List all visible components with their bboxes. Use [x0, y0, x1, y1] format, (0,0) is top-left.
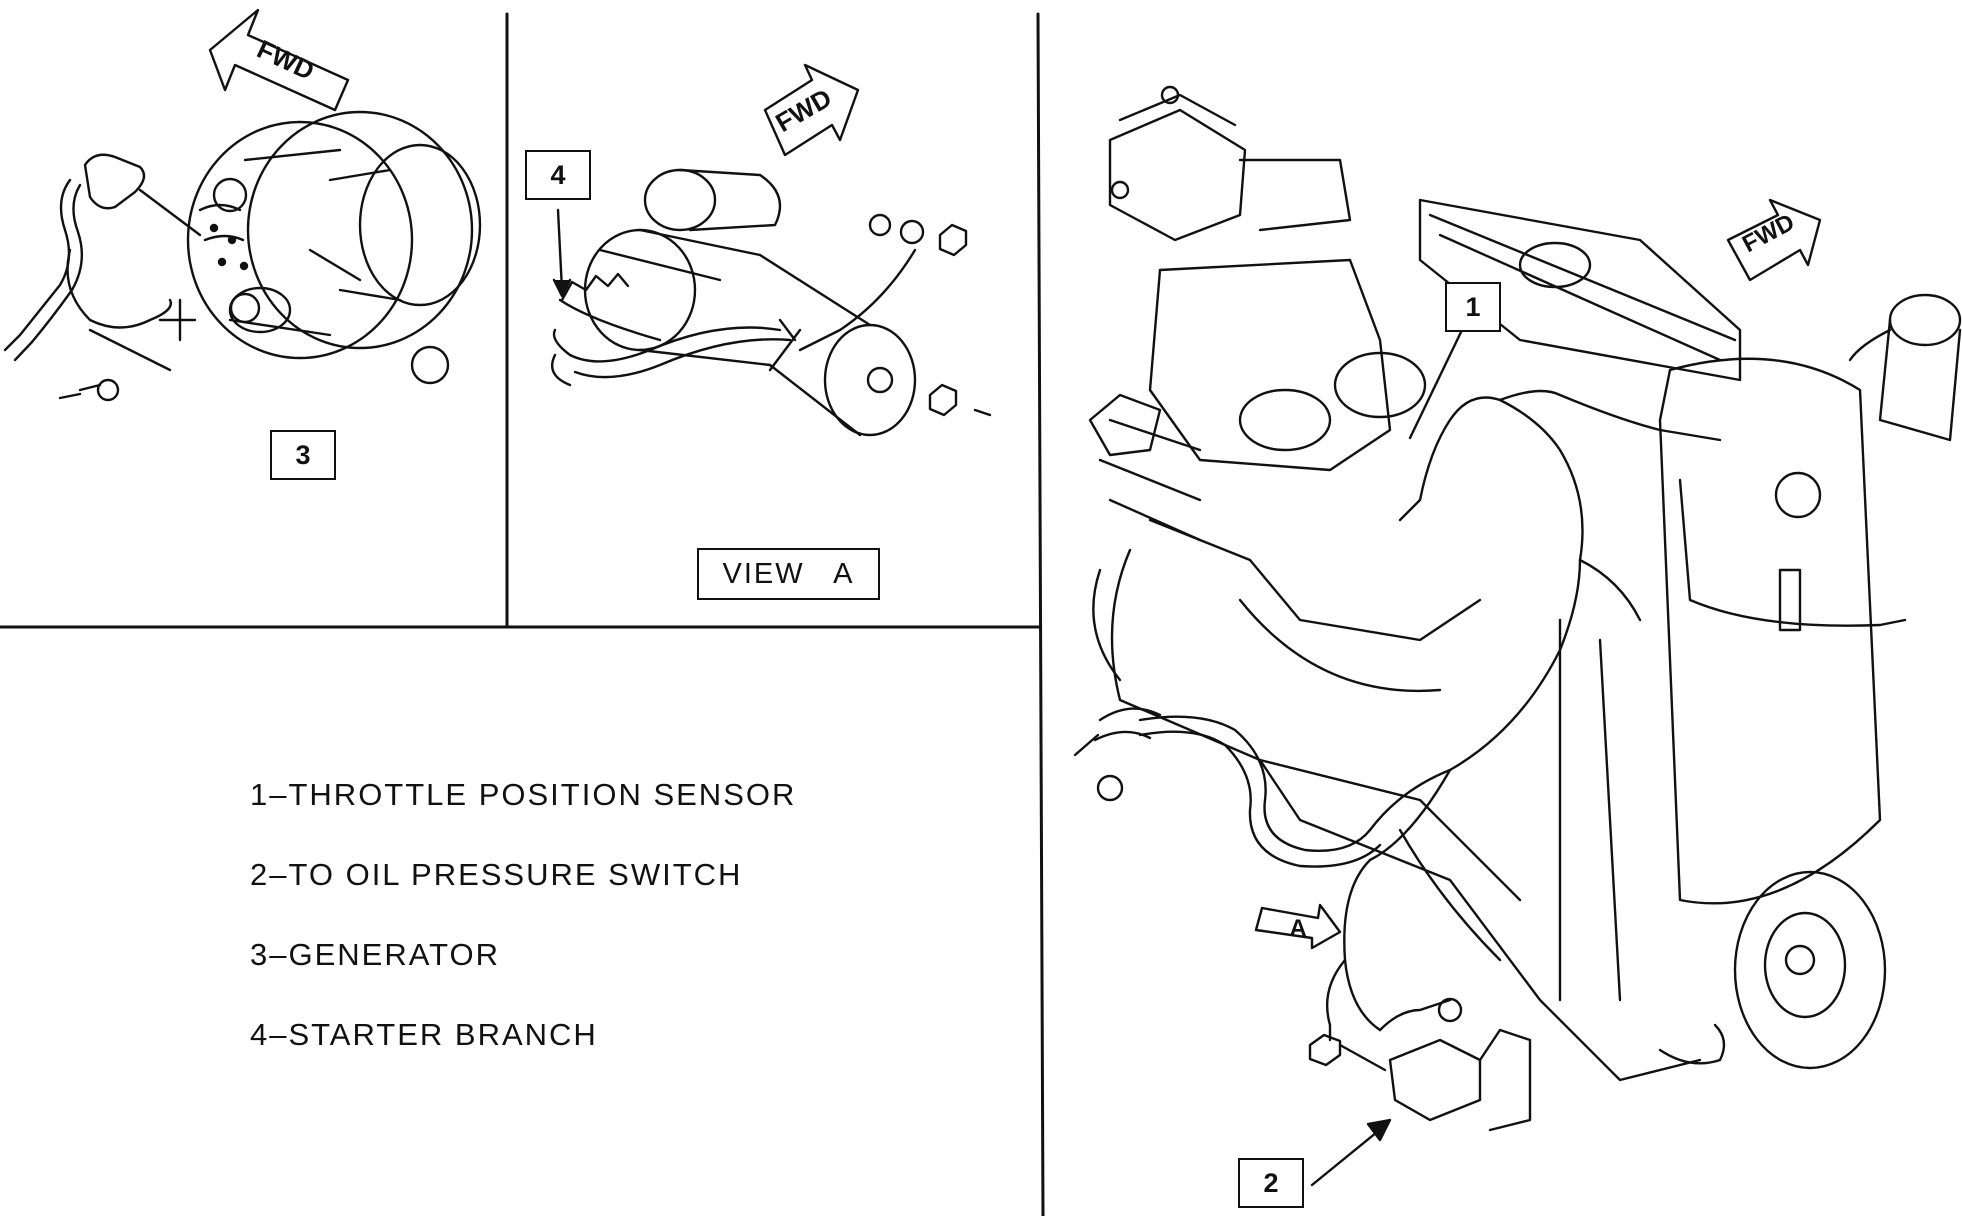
legend-item-4: 4–STARTER BRANCH — [250, 1017, 598, 1052]
engine-fwd-arrow — [1726, 198, 1822, 282]
view-a-arrow-label: A — [1289, 915, 1306, 942]
generator-fwd-arrow — [208, 8, 350, 112]
callout-2: 2 — [1238, 1158, 1304, 1208]
parts-legend: 1–THROTTLE POSITION SENSOR 2–TO OIL PRES… — [250, 770, 796, 1090]
engine-drawing — [1073, 85, 1962, 1132]
view-a-label: VIEW A — [697, 548, 880, 600]
callout-1: 1 — [1445, 282, 1501, 332]
engine-fwd-label: FWD — [1738, 209, 1799, 258]
view-a-arrow — [1254, 903, 1342, 950]
generator-drawing — [3, 110, 482, 402]
starter-drawing — [550, 168, 992, 437]
callout-4: 4 — [525, 150, 591, 200]
oil-pressure-switch-leader — [1310, 1118, 1392, 1187]
starter-fwd-arrow — [763, 63, 860, 157]
legend-item-2: 2–TO OIL PRESSURE SWITCH — [250, 857, 743, 892]
panel-dividers — [0, 12, 1045, 1216]
throttle-position-sensor-leader — [1408, 328, 1464, 440]
legend-item-1: 1–THROTTLE POSITION SENSOR — [250, 777, 797, 812]
starter-callout-arrow — [552, 208, 572, 298]
legend-item-3: 3–GENERATOR — [250, 937, 500, 972]
callout-3: 3 — [270, 430, 336, 480]
